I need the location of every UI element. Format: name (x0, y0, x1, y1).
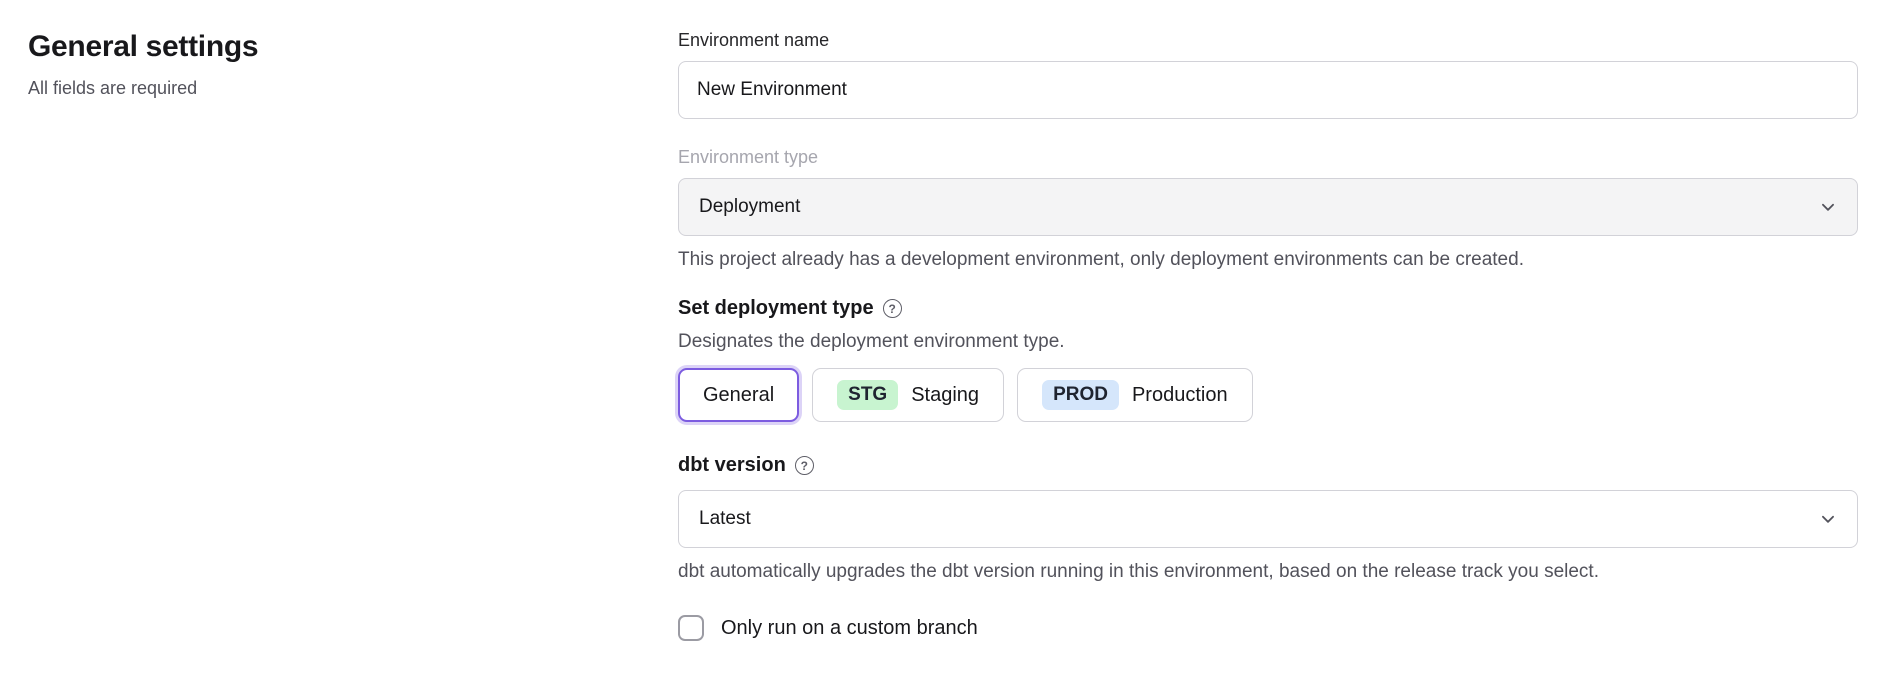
deployment-type-general-label: General (703, 383, 775, 406)
deployment-type-helper: Designates the deployment environment ty… (678, 331, 1065, 352)
dbt-version-heading: dbt version ? (678, 454, 1858, 477)
environment-type-label: Environment type (678, 147, 819, 167)
page-title: General settings (28, 30, 259, 63)
custom-branch-row[interactable]: Only run on a custom branch (678, 615, 1858, 641)
custom-branch-label[interactable]: Only run on a custom branch (721, 616, 978, 639)
deployment-type-options: General STG Staging PROD Production (678, 368, 1858, 422)
chevron-down-icon (1822, 515, 1834, 523)
dbt-version-heading-text: dbt version (678, 454, 786, 476)
environment-name-input[interactable] (678, 61, 1858, 119)
deployment-type-heading: Set deployment type ? (678, 297, 1858, 320)
dbt-version-select[interactable]: Latest (678, 490, 1858, 548)
chevron-down-icon (1822, 203, 1834, 211)
deployment-type-staging-label: Staging (911, 383, 980, 406)
deployment-type-production-button[interactable]: PROD Production (1017, 368, 1253, 422)
staging-badge: STG (837, 380, 899, 410)
dbt-version-value: Latest (699, 508, 751, 529)
environment-type-select: Deployment (678, 178, 1858, 236)
page-subtitle: All fields are required (28, 78, 198, 98)
dbt-version-helper: dbt automatically upgrades the dbt versi… (678, 561, 1599, 582)
production-badge: PROD (1042, 380, 1119, 410)
custom-branch-checkbox[interactable] (678, 615, 704, 641)
deployment-type-production-label: Production (1131, 383, 1228, 406)
deployment-type-staging-button[interactable]: STG Staging (812, 368, 1005, 422)
help-icon[interactable]: ? (882, 299, 902, 318)
settings-intro: General settings All fields are required (28, 30, 678, 641)
help-icon[interactable]: ? (794, 456, 814, 475)
deployment-type-general-button[interactable]: General (678, 368, 800, 422)
settings-form: Environment name Environment type Deploy… (678, 30, 1858, 641)
environment-type-value: Deployment (699, 196, 801, 217)
environment-settings-page: General settings All fields are required… (28, 30, 1858, 641)
deployment-type-heading-text: Set deployment type (678, 297, 874, 319)
environment-name-label: Environment name (678, 30, 830, 50)
environment-type-helper: This project already has a development e… (678, 249, 1524, 270)
